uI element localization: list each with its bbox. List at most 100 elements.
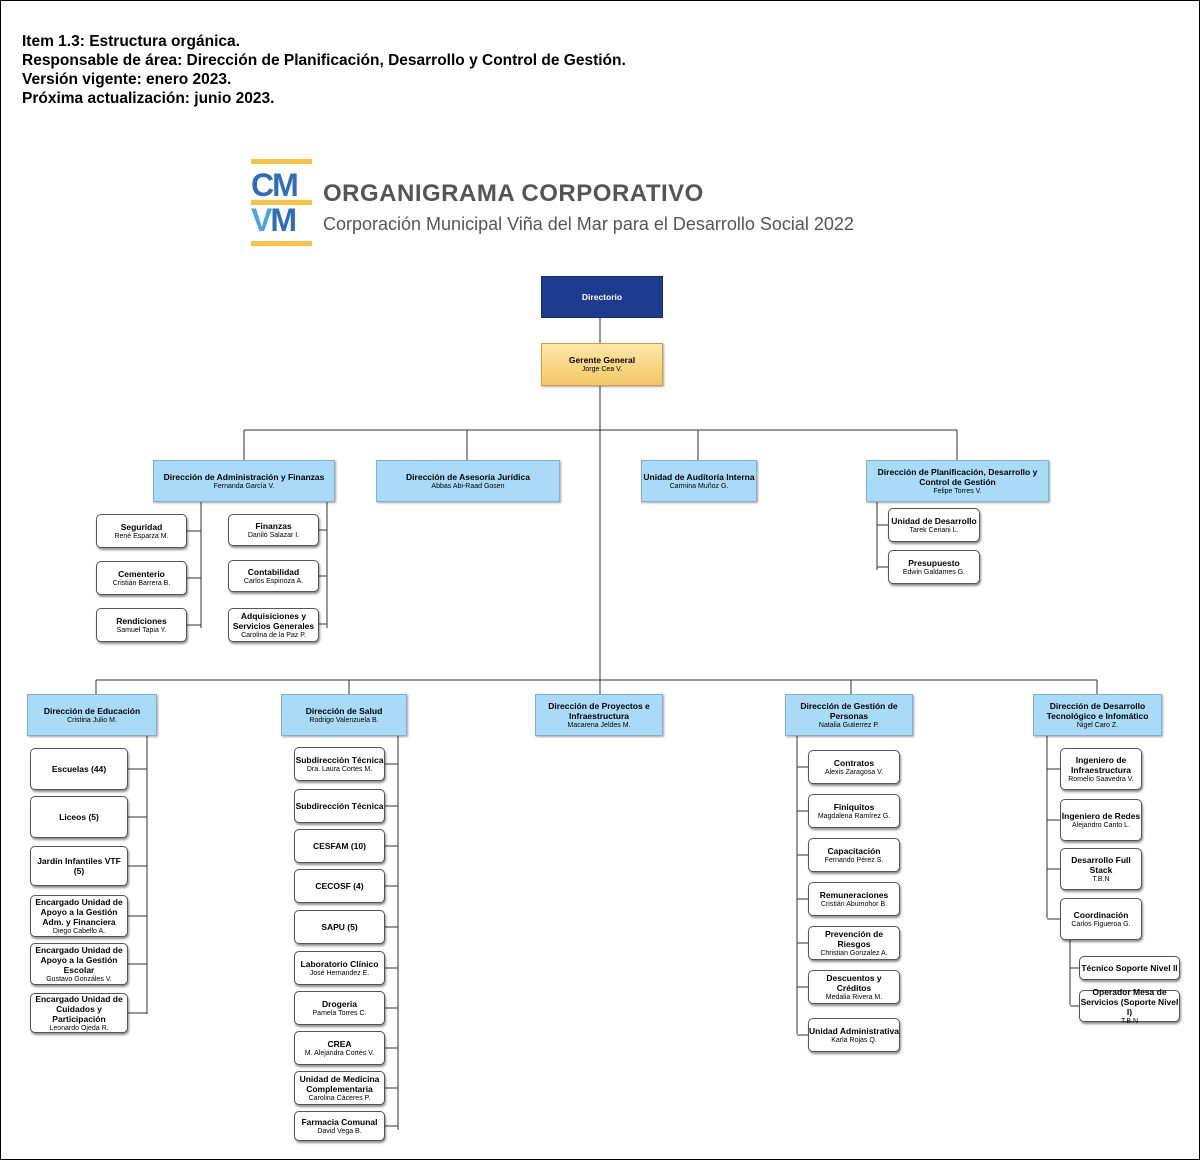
person-name: Rodrigo Valenzuela B.	[309, 716, 379, 724]
position-name: CESFAM (10)	[313, 841, 366, 851]
person-name: Natalia Gutierrez P.	[818, 721, 880, 729]
position-name: Operador Mesa de Servicios (Soporte Nive…	[1080, 986, 1179, 1017]
unit-escuelas-44[interactable]: Escuelas (44)	[30, 748, 128, 790]
person-name: Carlos Figueroa G.	[1071, 920, 1131, 928]
unit-cesfam-10[interactable]: CESFAM (10)	[294, 829, 385, 863]
person-name: Alejandro Canto L.	[1072, 821, 1130, 829]
position-name: Ingeniero de Redes	[1061, 810, 1141, 821]
position-name: SAPU (5)	[321, 922, 358, 932]
person-name: Danilo Salazar I.	[247, 531, 300, 539]
person-name: Fernando Pérez S.	[824, 856, 884, 864]
position-name: Técnico Soporte Nivel II	[1081, 963, 1178, 973]
person-name: Jorge Cea V.	[581, 366, 623, 373]
position-name: Dirección de Asesoría Jurídica	[406, 471, 530, 482]
position-name: Directorio	[581, 292, 623, 302]
person-name: Cristina Julio M.	[67, 716, 117, 724]
node-directorio[interactable]: Directorio	[541, 276, 663, 318]
unit-jardin-infantiles-vtf-5[interactable]: Jardín Infantiles VTF (5)	[30, 846, 128, 886]
unit-encargado-unidad-de-apoyo-a-la-gestion-escolar[interactable]: Encargado Unidad de Apoyo a la Gestión E…	[30, 943, 128, 985]
person-name: Fernanda García V.	[213, 482, 275, 490]
person-name: Cristián Barrera B.	[112, 579, 171, 587]
logo-row-vm: VM	[251, 202, 297, 238]
unit-encargado-unidad-de-apoyo-a-la-gestion-adm-y-financiera[interactable]: Encargado Unidad de Apoyo a la Gestión A…	[30, 895, 128, 937]
position-name: Subdirección Técnica	[295, 754, 384, 765]
unit-liceos-5[interactable]: Liceos (5)	[30, 796, 128, 838]
direction-direccion-de-planificacion-desarrollo-y-control-de-gestion[interactable]: Dirección de Planificación, Desarrollo y…	[866, 460, 1049, 502]
unit-encargado-unidad-de-cuidados-y-participacion[interactable]: Encargado Unidad de Cuidados y Participa…	[30, 993, 128, 1033]
unit-tecnico-soporte-nivel-ii[interactable]: Técnico Soporte Nivel II	[1079, 956, 1180, 980]
position-name: Seguridad	[120, 521, 163, 532]
person-name: Magdalena Ramírez G.	[817, 812, 891, 820]
person-name: Carolina Cáceres P.	[308, 1094, 371, 1102]
person-name: Cristián Abumohor B.	[820, 900, 888, 908]
person-name: Romelio Saavedra V.	[1068, 775, 1134, 783]
person-name: M. Alejandra Cortés V.	[304, 1049, 375, 1057]
person-name: Abbas Abi-Raad Gosen	[431, 482, 505, 490]
position-name: Drogeria	[322, 998, 357, 1009]
position-name: Rendiciones	[116, 615, 167, 626]
chart-title: ORGANIGRAMA CORPORATIVO	[323, 180, 704, 207]
direction-direccion-de-proyectos-e-infraestructura[interactable]: Dirección de Proyectos e Infraestructura…	[535, 694, 663, 736]
person-name: Leonardo Ojeda R.	[49, 1024, 109, 1032]
position-name: Finanzas	[255, 520, 292, 531]
unit-cecosf-4[interactable]: CECOSF (4)	[294, 869, 385, 903]
person-name: Carmina Muñoz G.	[669, 482, 729, 490]
position-name: Encargado Unidad de Apoyo a la Gestión E…	[35, 944, 123, 975]
person-name: Carolina de la Paz P.	[241, 631, 306, 639]
logo-row-cm: CM	[251, 167, 299, 203]
person-name: José Hernandez E.	[309, 969, 370, 977]
person-name: Medalia Rivera M.	[825, 993, 883, 1001]
cmvm-logo: CM VM	[251, 159, 312, 246]
unit-operador-mesa-de-servicios-soporte-nivel-i[interactable]: Operador Mesa de Servicios (Soporte Nive…	[1079, 986, 1180, 1025]
position-name: CECOSF (4)	[315, 881, 364, 891]
position-name: Ingeniero de Infraestructura	[1071, 754, 1131, 775]
direction-direccion-de-desarrollo-tecnologico-e-infomatico[interactable]: Dirección de Desarrollo Tecnológico e In…	[1033, 694, 1162, 736]
position-name: Liceos (5)	[59, 812, 99, 822]
position-name: Laboratorio Clínico	[300, 958, 379, 969]
unit-sapu-5[interactable]: SAPU (5)	[294, 910, 385, 944]
person-name: René Esparza M.	[114, 532, 169, 540]
header-item-line: Item 1.3: Estructura orgánica.	[22, 33, 240, 50]
person-name: Diego Cabello A.	[52, 927, 106, 935]
position-name: Remuneraciones	[819, 889, 889, 900]
person-name: Nigel Caro Z.	[1076, 721, 1119, 729]
position-name: Unidad de Medicina Complementaria	[299, 1073, 380, 1094]
unit-subdireccion-tecnica[interactable]: Subdirección Técnica	[294, 789, 385, 823]
position-name: Dirección de Administración y Finanzas	[163, 471, 325, 482]
person-name: Alexis Zaragosa V.	[824, 768, 884, 776]
position-name: Unidad Administrativa	[809, 1025, 899, 1036]
document-header: Item 1.3: Estructura orgánica. Responsab…	[22, 32, 626, 108]
